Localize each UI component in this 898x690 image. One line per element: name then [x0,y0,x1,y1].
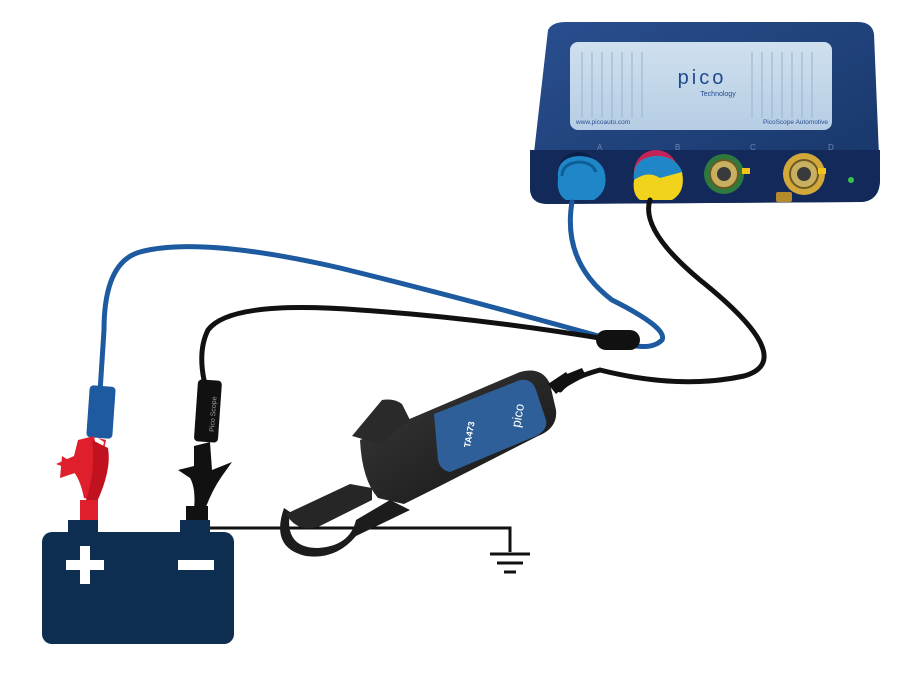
clamp-label-plate [434,379,547,472]
scope-label-panel [570,42,832,130]
channel-label-a: A [597,143,603,152]
channel-b-connector[interactable] [633,150,683,200]
scope-website: www.picoauto.com [575,119,630,126]
clamp-output-cable [557,197,767,393]
clamp-model: TA473 [462,421,476,449]
minus-icon [178,560,214,570]
clamp-brand: pico [508,402,527,428]
current-clamp[interactable]: TA473 pico [280,368,586,557]
status-led [848,177,854,183]
channel-a-connector[interactable] [557,152,606,200]
plus-icon [66,546,104,584]
scope-brand: pico [678,67,727,89]
channel-label-c: C [750,143,756,152]
black-ground-lead [199,305,615,383]
channel-c-connector[interactable] [704,154,750,194]
battery [42,520,234,644]
negative-crocodile-clip[interactable]: Pico Scope [178,379,232,522]
ground-icon [490,552,530,574]
blue-test-lead [97,199,666,395]
channel-label-d: D [828,143,834,152]
scope-brand-sub: Technology [700,91,736,98]
channel-label-b: B [675,143,680,152]
clip-label: Pico Scope [209,396,218,432]
positive-crocodile-clip[interactable] [56,385,116,522]
picoscope-device: pico Technology www.picoauto.com PicoSco… [530,22,880,204]
scope-model: PicoScope Automotive [763,119,828,126]
cable-junction [596,330,640,350]
channel-d-connector[interactable] [776,153,826,202]
